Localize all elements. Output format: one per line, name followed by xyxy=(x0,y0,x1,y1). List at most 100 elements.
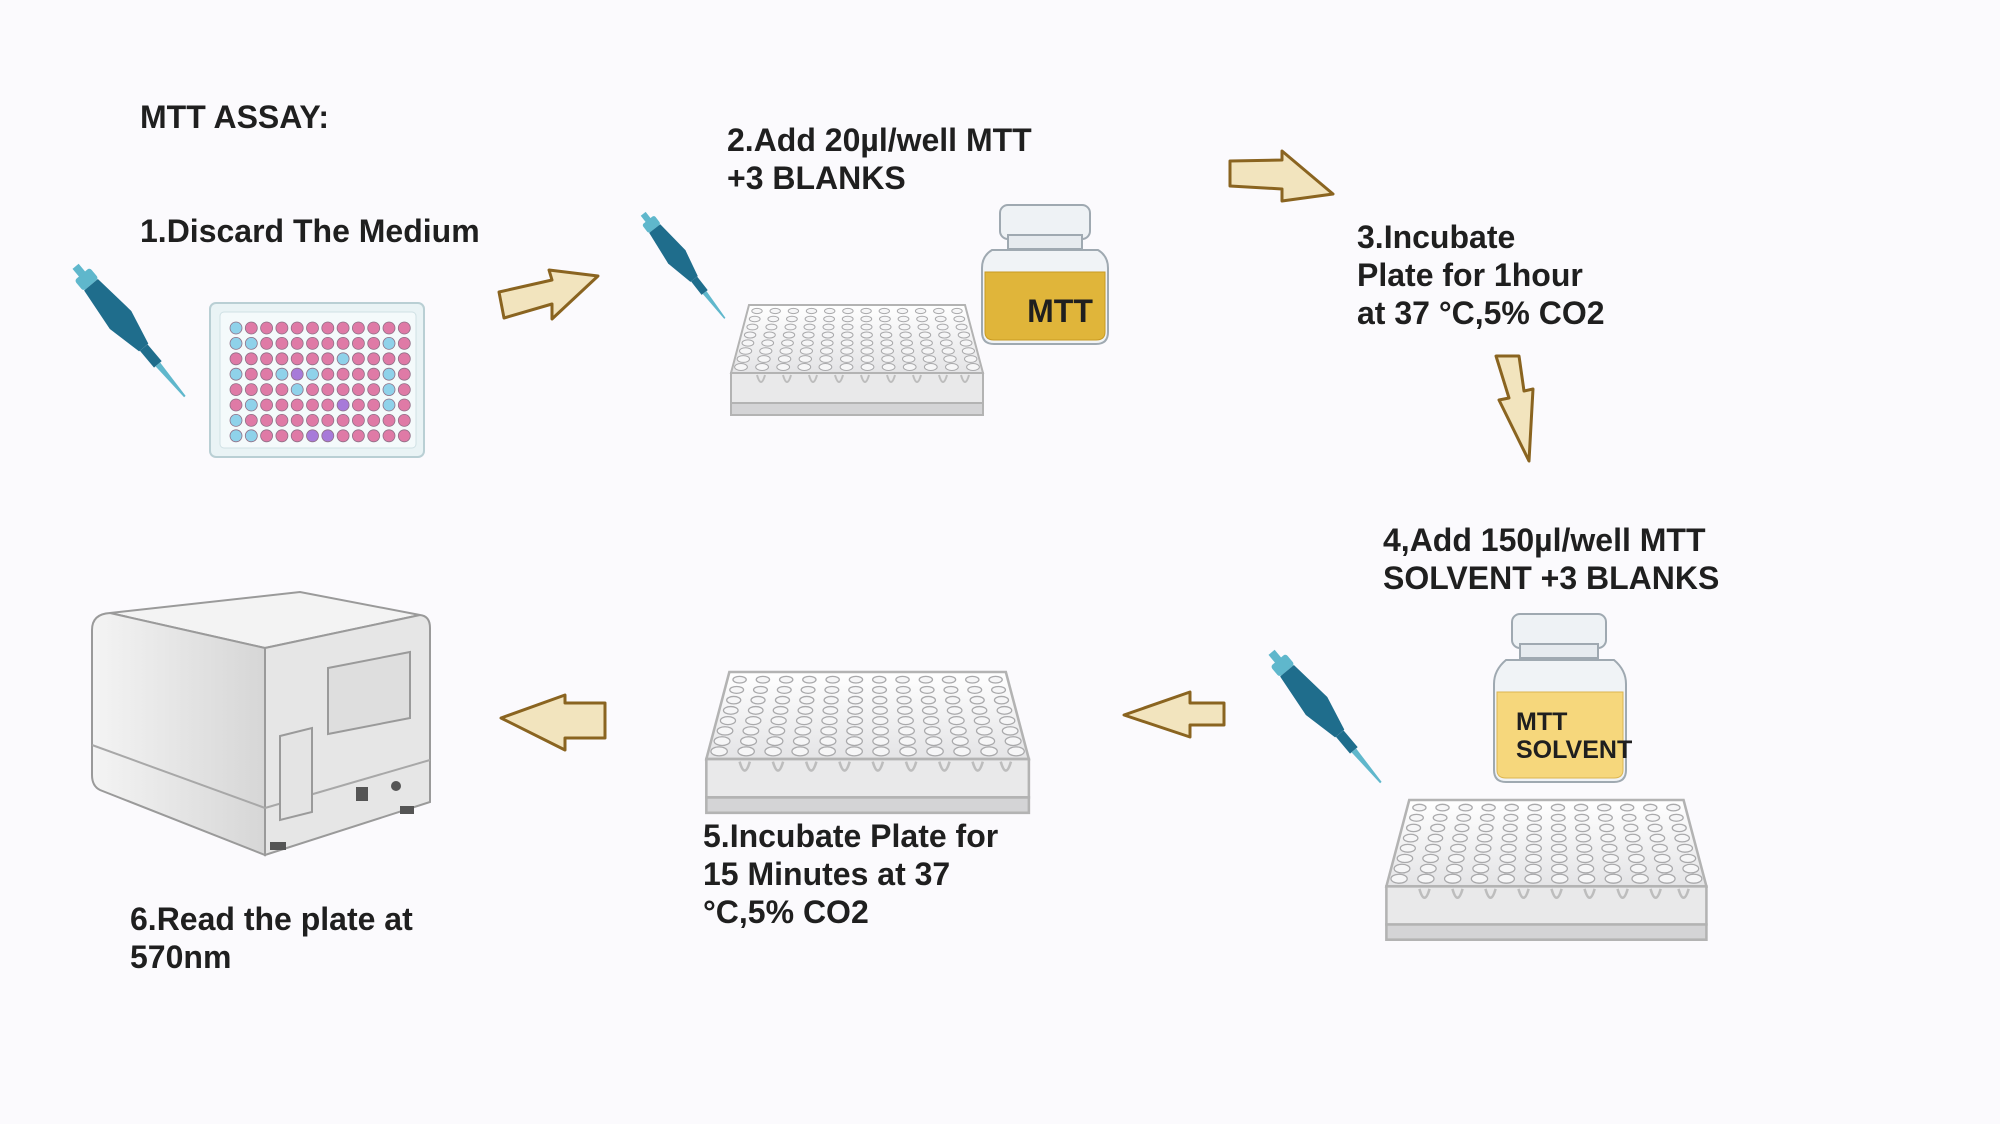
plate-well xyxy=(290,321,304,335)
plate-well xyxy=(336,367,350,381)
plate-well xyxy=(244,413,258,427)
plate-well xyxy=(321,413,335,427)
plate-well xyxy=(275,413,289,427)
arrow-icon xyxy=(1494,354,1535,463)
arrow-icon xyxy=(499,693,607,752)
plate-well xyxy=(244,321,258,335)
plate-well xyxy=(229,352,243,366)
plate-well xyxy=(367,367,381,381)
plate-well xyxy=(367,398,381,412)
plate-well xyxy=(397,321,411,335)
plate-well xyxy=(229,383,243,397)
solvent-bottle-label-line2: SOLVENT xyxy=(1516,736,1632,764)
plate-well xyxy=(397,383,411,397)
plate-well xyxy=(351,413,365,427)
plate-well xyxy=(306,321,319,335)
plate-well xyxy=(336,398,350,412)
plate-well xyxy=(397,398,411,412)
plate-well xyxy=(244,336,258,350)
plate-well xyxy=(397,429,411,443)
step-5-label: 5.Incubate Plate for 15 Minutes at 37 °C… xyxy=(703,818,999,930)
plate-well xyxy=(351,398,365,412)
plate-well xyxy=(290,413,304,427)
plate-well xyxy=(367,429,381,443)
plate-well xyxy=(290,336,304,350)
plate-well xyxy=(290,367,304,381)
plate-well xyxy=(306,413,319,427)
plate-well xyxy=(260,398,274,412)
plate-well xyxy=(275,398,289,412)
plate-well xyxy=(244,367,258,381)
plate-well xyxy=(336,352,350,366)
plate-well xyxy=(260,383,274,397)
diagram-title: MTT ASSAY: xyxy=(140,99,330,135)
plate-well xyxy=(367,321,381,335)
plate-well xyxy=(290,429,304,443)
plate-well xyxy=(367,336,381,350)
pipette-icon xyxy=(1260,643,1392,792)
plate-well xyxy=(260,367,274,381)
plate-well xyxy=(321,429,335,443)
plate-well xyxy=(306,383,319,397)
plate-well xyxy=(244,398,258,412)
plate-well xyxy=(244,429,258,443)
plate-well xyxy=(336,429,350,443)
plate-well xyxy=(321,321,335,335)
plate-well xyxy=(229,429,243,443)
plate-well xyxy=(306,398,319,412)
plate-well xyxy=(321,398,335,412)
plate-well xyxy=(382,413,396,427)
plate-well xyxy=(382,352,396,366)
reagent-bottle-icon: MTT SOLVENT xyxy=(1493,613,1632,783)
plate-well xyxy=(367,413,381,427)
plate-well xyxy=(336,413,350,427)
plate-well xyxy=(290,398,304,412)
plate-well xyxy=(244,383,258,397)
plate-well xyxy=(244,352,258,366)
plate-well xyxy=(336,383,350,397)
plate-well xyxy=(229,367,243,381)
plate-well xyxy=(397,413,411,427)
plate-well xyxy=(275,321,289,335)
plate-well xyxy=(306,336,319,350)
plate-well xyxy=(397,352,411,366)
plate-reader-icon xyxy=(91,590,431,857)
reagent-bottle-icon: MTT xyxy=(981,204,1109,345)
plate-well xyxy=(290,352,304,366)
plate-icon xyxy=(705,670,1031,815)
plate-well xyxy=(351,383,365,397)
plate-well xyxy=(321,352,335,366)
step-3-label: 3.Incubate Plate for 1hour at 37 °C,5% C… xyxy=(1357,219,1605,331)
mtt-bottle-label: MTT xyxy=(1027,293,1093,329)
plate-well xyxy=(275,429,289,443)
plate-well xyxy=(290,383,304,397)
plate-well xyxy=(351,336,365,350)
plate-well xyxy=(336,336,350,350)
plate-well xyxy=(367,383,381,397)
arrow-icon xyxy=(1122,690,1226,739)
plate-well xyxy=(382,429,396,443)
plate-well xyxy=(367,352,381,366)
plate-well xyxy=(351,367,365,381)
pipette-icon xyxy=(634,207,734,326)
step-4-label: 4,Add 150µl/well MTT SOLVENT +3 BLANKS xyxy=(1383,522,1720,596)
step-6-label: 6.Read the plate at 570nm xyxy=(130,901,413,975)
plate-well xyxy=(321,336,335,350)
plate-well xyxy=(397,367,411,381)
solvent-bottle-label-line1: MTT xyxy=(1516,708,1567,736)
plate-well xyxy=(397,336,411,350)
plate-well xyxy=(321,383,335,397)
plate-well xyxy=(229,413,243,427)
step-2-label: 2.Add 20µl/well MTT +3 BLANKS xyxy=(727,122,1032,196)
plate-well xyxy=(260,336,274,350)
plate-well xyxy=(229,336,243,350)
plate-well xyxy=(336,321,350,335)
plate-well xyxy=(260,413,274,427)
plate-well xyxy=(275,336,289,350)
plate-well xyxy=(306,352,319,366)
plate-well xyxy=(306,367,319,381)
plate-well xyxy=(382,321,396,335)
plate-well xyxy=(229,398,243,412)
step-1-label: 1.Discard The Medium xyxy=(140,213,480,249)
